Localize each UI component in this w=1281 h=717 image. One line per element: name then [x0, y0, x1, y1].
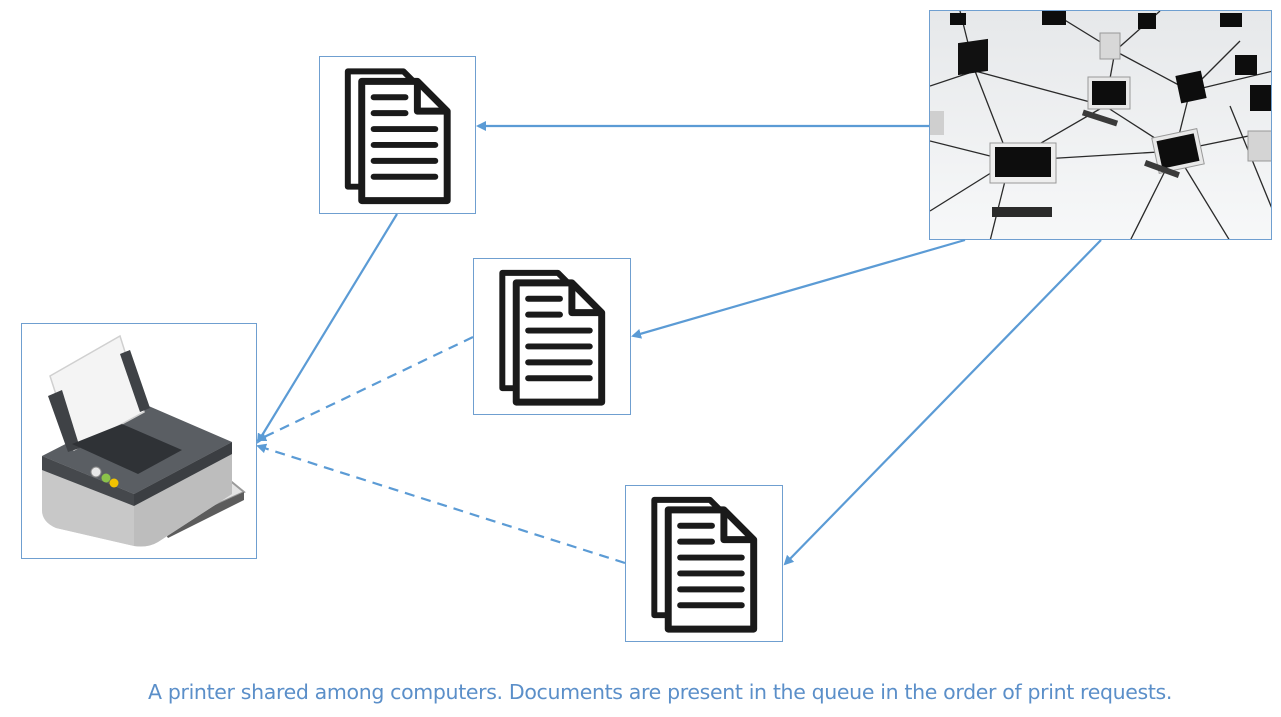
- computer-network-icon: [930, 11, 1271, 239]
- arrow-network-to-doc2: [631, 238, 966, 339]
- document-icon: [651, 496, 758, 633]
- printer-node: [21, 323, 257, 559]
- arrow-doc1-to-printer: [256, 213, 398, 444]
- arrow-doc3-to-printer: [256, 443, 626, 565]
- arrow-network-to-doc3: [783, 239, 1102, 566]
- document-icon: [499, 269, 606, 406]
- diagram-caption: A printer shared among computers. Docume…: [148, 680, 1173, 704]
- document-node-3: [625, 485, 783, 642]
- arrow-doc2-to-printer: [256, 336, 474, 442]
- printer-icon: [42, 334, 246, 547]
- document-icon: [344, 68, 451, 205]
- document-node-2: [473, 258, 631, 415]
- computer-network-image: [929, 10, 1272, 240]
- document-node-1: [319, 56, 476, 214]
